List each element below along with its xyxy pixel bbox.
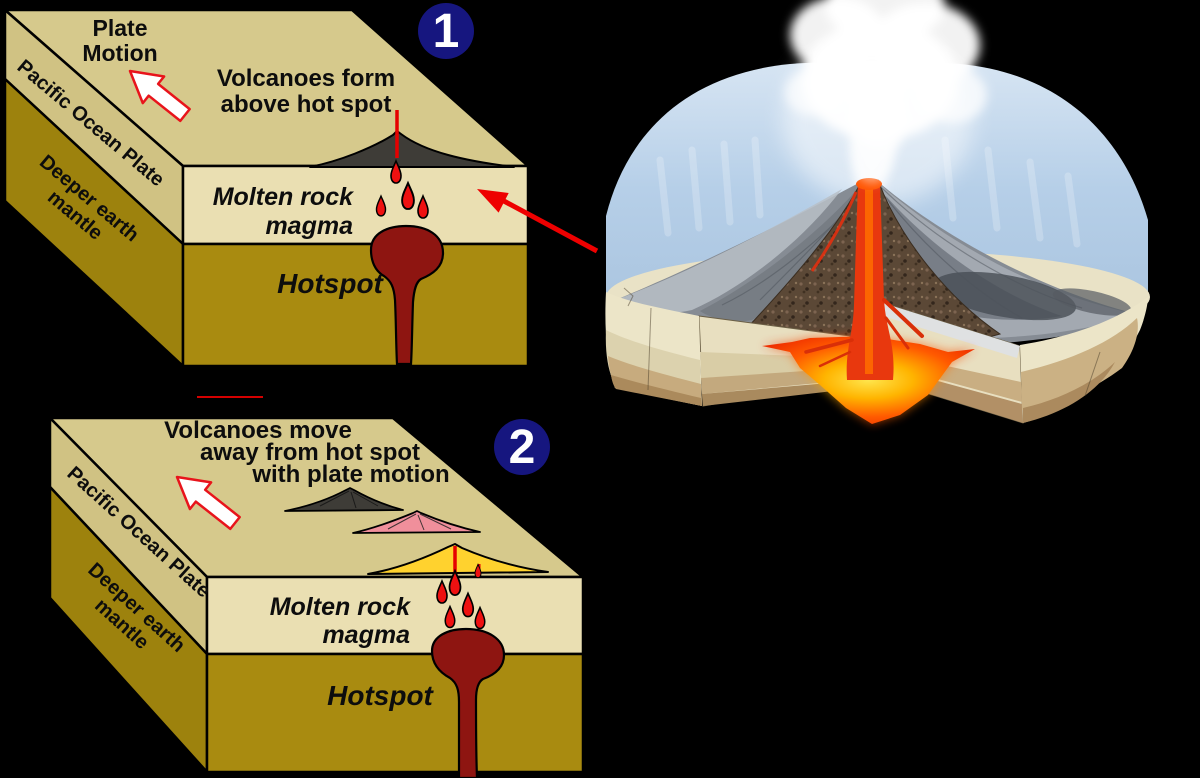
lava-dikes	[804, 298, 924, 368]
extinct-volcano-ridges	[319, 490, 379, 509]
active-volcano-cone	[367, 543, 549, 575]
diagram1-caption: Volcanoes form above hot spot	[216, 65, 396, 118]
plate-motion-label: Plate Motion	[82, 15, 158, 66]
dormant-volcano-ridges	[387, 513, 452, 531]
core-lava-streak	[810, 191, 858, 272]
cut-face-left-band-3	[702, 382, 842, 406]
diagram2-hotspot-label: Hotspot	[327, 679, 433, 711]
volcano-illustration	[605, 0, 1150, 424]
block-diagram-2	[48, 416, 585, 778]
mantle-front-face	[181, 242, 530, 368]
crust-left-wall-band-3	[611, 375, 702, 406]
diagram2-caption-line2: away from hot spot	[199, 439, 421, 467]
eruption-cloud	[785, 0, 987, 183]
diagram1-molten-rock-label: Molten rock magma	[212, 183, 353, 240]
right-slope-dark-valley-2	[1052, 288, 1132, 316]
step-1-badge: 1	[418, 3, 474, 59]
hotspot-plume	[430, 627, 506, 778]
hotspot-plume	[369, 224, 445, 366]
plate-motion-arrow-icon	[175, 475, 241, 531]
annotation-arrow-icon	[477, 189, 599, 254]
diagram2-caption-line3: with plate motion	[252, 461, 450, 489]
extinct-volcano-cone	[284, 487, 404, 512]
step-2-badge: 2	[494, 419, 550, 475]
crust-right-wall-band-1	[1021, 318, 1138, 410]
diagram2-molten-rock-label: Molten rock magma	[269, 593, 410, 649]
crust-cracks	[623, 287, 1101, 397]
volcano-cone	[309, 130, 515, 168]
water-streaks	[656, 136, 1081, 248]
right-slope-dark-valley	[934, 271, 1076, 321]
left-slope-highlight	[618, 189, 842, 313]
block-diagram-1	[3, 8, 530, 398]
diagram1-hotspot-label: Hotspot	[277, 267, 383, 299]
plate-motion-arrow-icon	[128, 69, 191, 123]
diagram2-caption-line1: Volcanoes move	[164, 417, 352, 445]
cut-face-right-sediment	[880, 302, 1020, 358]
crust-right-wall-band-2	[1023, 362, 1115, 423]
magma-droplets	[436, 563, 486, 630]
magma-droplets	[375, 158, 429, 219]
mantle-front-face	[205, 652, 585, 774]
